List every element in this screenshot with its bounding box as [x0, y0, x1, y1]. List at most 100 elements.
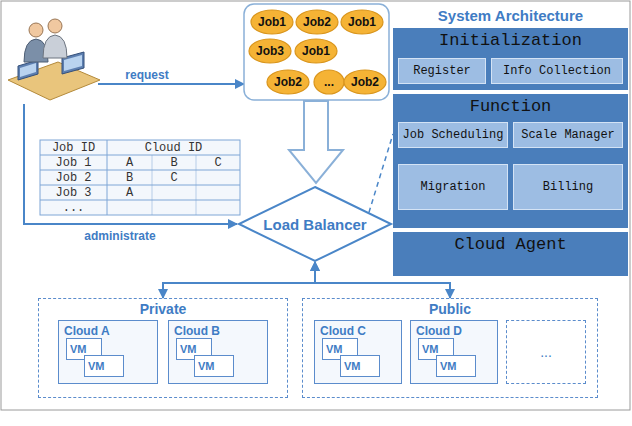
node-text: ... — [540, 344, 552, 360]
figure-frame — [1, 1, 630, 410]
vm-box: VM — [340, 355, 380, 377]
table-cell: C — [170, 171, 177, 185]
job-ellipse: Job1 — [250, 9, 294, 35]
section-title: System Architecture — [438, 7, 583, 24]
module-box: Register — [398, 58, 486, 84]
node-text: VM — [344, 360, 361, 373]
module-box: Job Scheduling — [398, 122, 508, 148]
node-text: Public — [429, 301, 471, 317]
node-text: Job2 — [351, 75, 379, 89]
label-box: System Architecture — [393, 6, 628, 25]
decision-diamond: Load Balancer — [238, 186, 392, 262]
label-box: Job 2 — [40, 170, 107, 185]
table-cell: B — [126, 171, 133, 185]
node-text: VM — [440, 360, 457, 373]
ellipse-outline — [341, 10, 383, 34]
table-cell: ... — [63, 201, 85, 215]
node-text: Job3 — [256, 44, 284, 58]
node-text: Cloud C — [320, 324, 366, 338]
job-ellipse: Job2 — [266, 69, 310, 95]
label-box: Job ID — [40, 140, 107, 155]
architecture-band: FunctionJob Scheduling Scale ManagerMigra… — [393, 94, 628, 228]
node-text: Load Balancer — [263, 216, 366, 233]
job-ellipse: Job1 — [294, 38, 338, 64]
node-text: VM — [70, 343, 87, 356]
arrow-label: administrate — [84, 229, 155, 243]
node-text: Scale Manager — [521, 128, 615, 142]
label-box: B — [152, 155, 196, 170]
node-text: Job1 — [258, 15, 286, 29]
ellipse-outline — [251, 10, 293, 34]
node-text: VM — [326, 343, 343, 356]
label-box: A — [107, 185, 152, 200]
placeholder-box: ... — [506, 320, 586, 384]
ellipse-outline — [344, 70, 386, 94]
label-box: B — [107, 170, 152, 185]
node-text: VM — [180, 343, 197, 356]
connector — [163, 262, 315, 298]
node-text: Private — [140, 301, 187, 317]
node-text: VM — [422, 343, 439, 356]
node-text: Cloud D — [416, 324, 462, 338]
node-text: Initialization — [439, 31, 582, 50]
node-text: Job Scheduling — [403, 128, 504, 142]
job-ellipse: ... — [313, 69, 345, 95]
node-text: Cloud B — [174, 324, 220, 338]
diamond-outline — [239, 187, 391, 261]
vm-box: VM — [84, 355, 124, 377]
architecture-band: Cloud Agent — [393, 232, 628, 276]
label-box: Job 3 — [40, 185, 107, 200]
node-text: VM — [88, 360, 105, 373]
cloud-box: Cloud A VMVM — [58, 320, 158, 384]
module-box: Scale Manager — [513, 122, 623, 148]
table-cell: C — [214, 156, 221, 170]
connector — [369, 134, 393, 213]
node-text: Register — [413, 64, 471, 78]
vm-box: VM — [194, 355, 234, 377]
table-cell: Job 3 — [55, 186, 91, 200]
table-cell: A — [126, 156, 133, 170]
hollow-arrow — [289, 101, 343, 183]
table-cell: Job 2 — [55, 171, 91, 185]
ellipse-outline — [295, 39, 337, 63]
ellipse-outline — [296, 10, 338, 34]
request-arrow — [98, 83, 244, 85]
node-text: Info Collection — [503, 64, 611, 78]
node-text: Cloud Agent — [454, 235, 566, 254]
label-box: administrate — [72, 228, 168, 243]
node-text: Job1 — [348, 15, 376, 29]
node-text: Job1 — [302, 44, 330, 58]
table-cell: Job 1 — [55, 156, 91, 170]
users-icon — [8, 19, 100, 100]
cloud-region: PublicCloud CVMVMCloud DVMVM... — [302, 298, 598, 398]
ellipse-outline — [267, 70, 309, 94]
label-box: request — [112, 67, 182, 82]
cloud-box: Cloud D VMVM — [410, 320, 498, 384]
ellipse-outline — [314, 70, 344, 94]
job-table — [40, 140, 240, 215]
ellipse-outline — [249, 39, 291, 63]
label-box: A — [107, 155, 152, 170]
node-text: VM — [198, 360, 215, 373]
cloud-region: PrivateCloud AVMVMCloud BVMVM — [38, 298, 288, 398]
node-text: Cloud A — [64, 324, 110, 338]
architecture-band: InitializationRegister Info Collection — [393, 28, 628, 90]
node-text: Job2 — [274, 75, 302, 89]
node-text: Migration — [421, 180, 486, 194]
cloud-box: Cloud B VMVM — [168, 320, 268, 384]
module-box: Info Collection — [491, 58, 623, 84]
label-box: C — [196, 155, 240, 170]
job-ellipse: Job2 — [295, 9, 339, 35]
table-cell: Cloud ID — [145, 141, 203, 155]
node-text: Function — [470, 97, 552, 116]
cloud-box: Cloud C VMVM — [314, 320, 402, 384]
job-pool — [244, 4, 389, 100]
module-box: Billing — [513, 164, 623, 210]
label-box: Job 1 — [40, 155, 107, 170]
job-ellipse: Job3 — [248, 38, 292, 64]
node-text: Billing — [543, 180, 593, 194]
node-text: ... — [324, 75, 334, 89]
node-text: Job2 — [303, 15, 331, 29]
vm-box: VM — [436, 355, 476, 377]
label-box: ... — [40, 200, 107, 215]
